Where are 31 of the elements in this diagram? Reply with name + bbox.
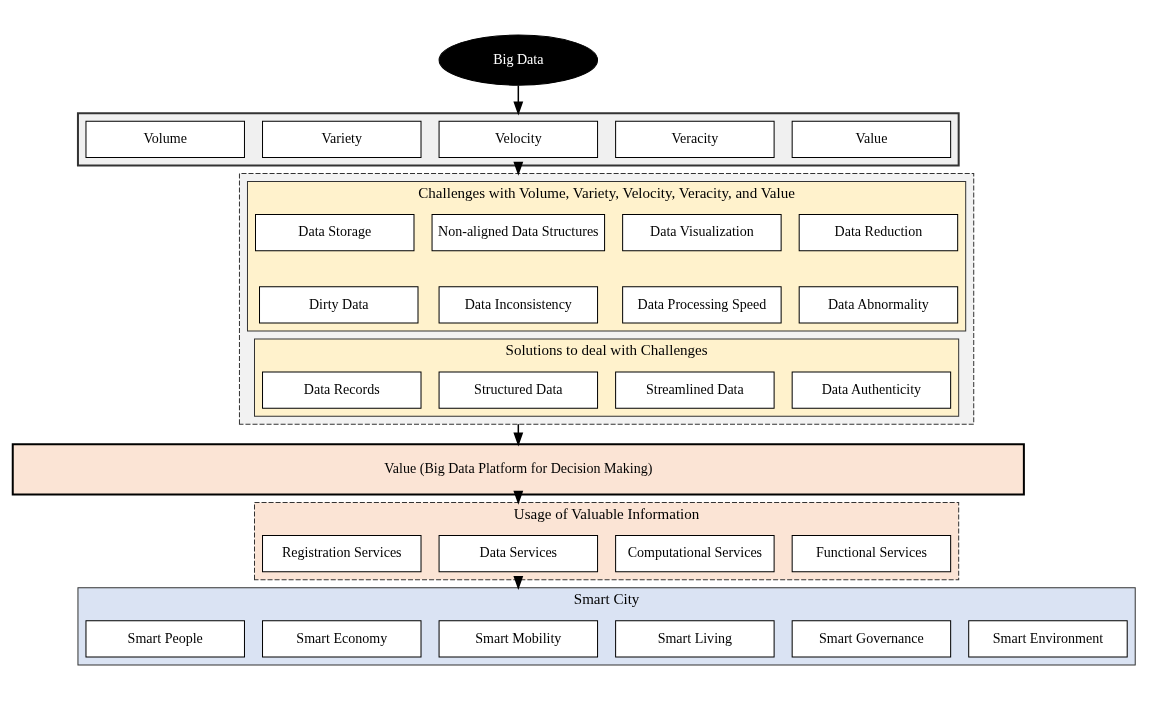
node-box: Structured Data: [438, 371, 599, 409]
node-box: Data Visualization: [622, 214, 782, 252]
node-box: Data Inconsistency: [438, 286, 599, 324]
node-box: Smart Living: [615, 620, 775, 658]
node-box: Smart Mobility: [438, 620, 599, 658]
node-box: Streamlined Data: [615, 371, 775, 409]
node-box: Data Authenticity: [791, 371, 952, 409]
cluster: [238, 172, 975, 425]
node-ellipse: Big Data: [438, 34, 599, 86]
node-box: Value: [791, 120, 952, 158]
node-box: Smart Governance: [791, 620, 952, 658]
node-box: Smart People: [85, 620, 245, 658]
node-box: Variety: [262, 120, 422, 158]
node-box: Non-aligned Data Structures: [431, 214, 606, 252]
arrow: [513, 84, 524, 116]
cluster: [76, 112, 960, 167]
node-box: Velocity: [438, 120, 599, 158]
node-box: Data Processing Speed: [622, 286, 782, 324]
node-box: Computational Services: [615, 535, 775, 573]
node-box: Data Abnormality: [798, 286, 959, 324]
node-box: Volume: [85, 120, 245, 158]
node-box: Dirty Data: [259, 286, 419, 324]
node-box: Data Services: [438, 535, 599, 573]
node-box: Smart Environment: [968, 620, 1128, 658]
node-box: Functional Services: [791, 535, 952, 573]
node-box: Registration Services: [262, 535, 422, 573]
node-box: Data Records: [262, 371, 422, 409]
node-box: Data Storage: [255, 214, 415, 252]
node-box: Data Reduction: [798, 214, 959, 252]
node-box: Smart Economy: [262, 620, 422, 658]
node-box: Veracity: [615, 120, 775, 158]
